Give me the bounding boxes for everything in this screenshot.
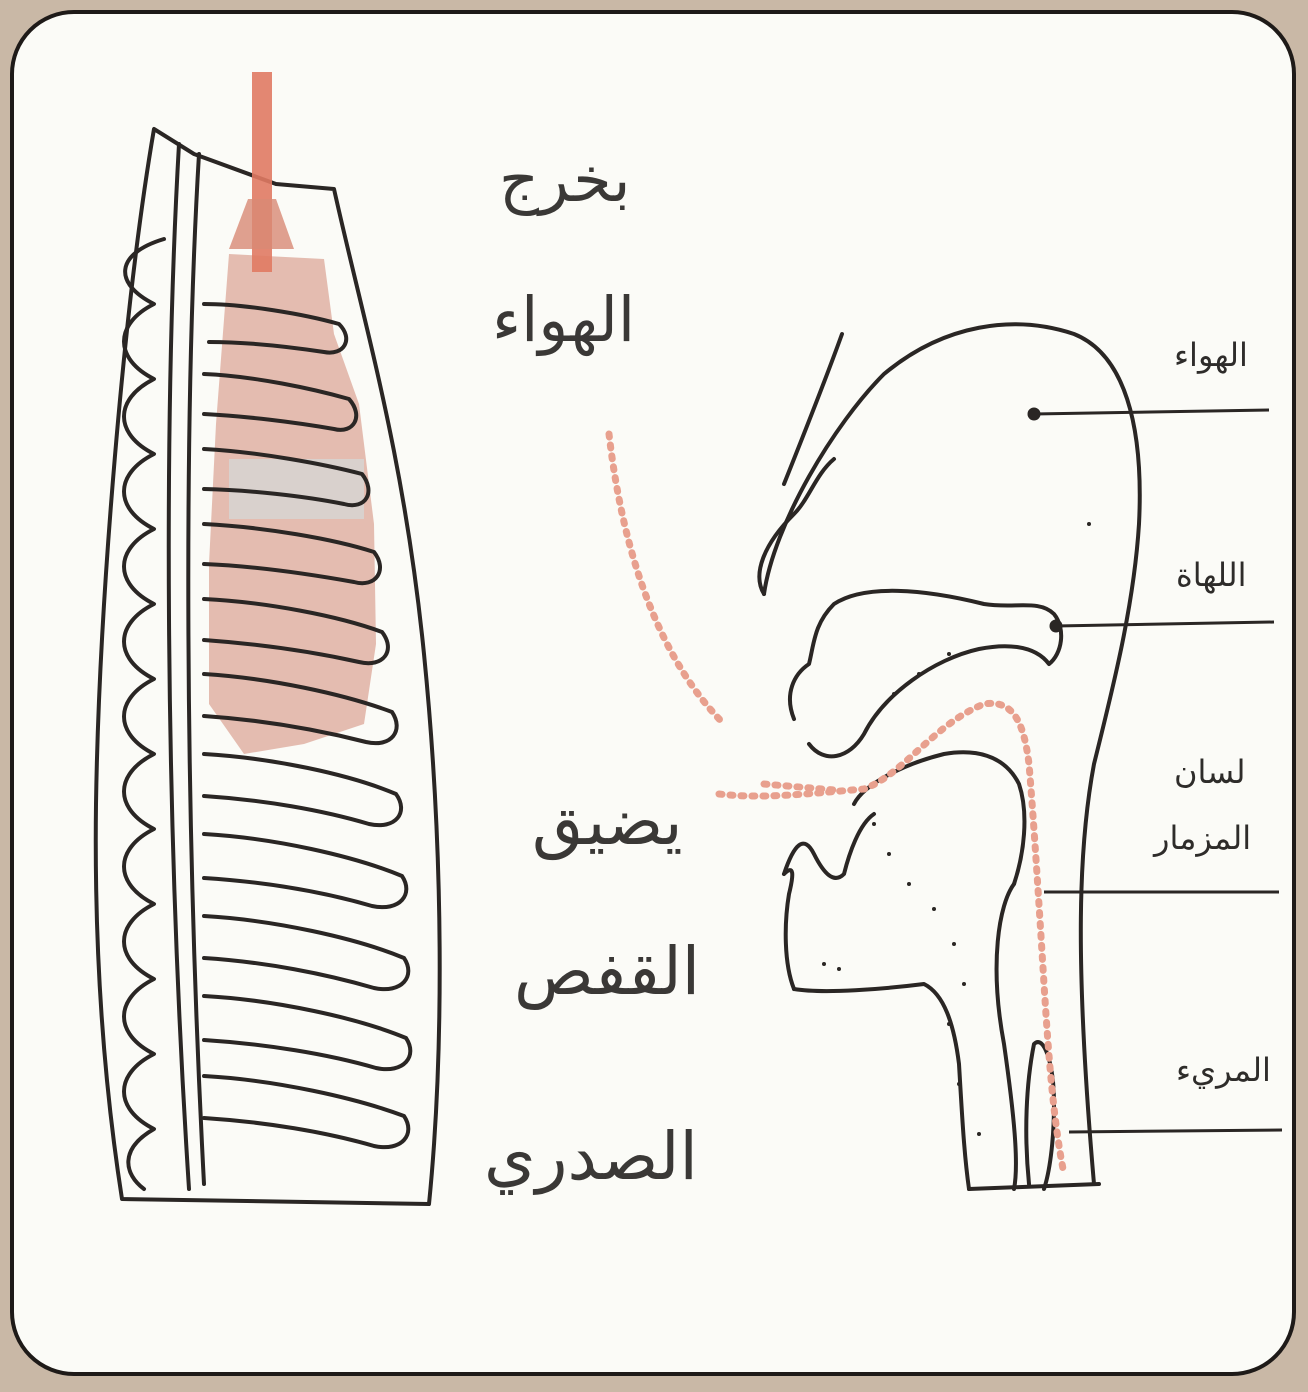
label-air: الهواء xyxy=(1174,339,1248,371)
spine-line-1 xyxy=(169,144,189,1189)
label-epiglottis-line1: لسان xyxy=(1174,756,1246,788)
mouth-floor xyxy=(784,814,874,878)
tongue xyxy=(854,752,1024,884)
head-profile xyxy=(759,324,1139,1189)
head-bottom xyxy=(969,1184,1099,1189)
diagram-frame: بخرج الهواء يضيق القفص الصدري الهواء الل… xyxy=(10,10,1296,1376)
label-epiglottis-line2: المزمار xyxy=(1154,822,1251,854)
chest-caption-line3: الصدري xyxy=(484,1124,698,1190)
jaw-bottom xyxy=(794,984,969,1189)
rib-cage xyxy=(96,72,440,1204)
label-esophagus: المريء xyxy=(1176,1054,1271,1086)
exhale-caption-line1: بخرج xyxy=(499,149,631,211)
spine-wave xyxy=(124,239,164,1189)
exhale-caption-line2: الهواء xyxy=(492,289,635,351)
air-arrow-head xyxy=(229,199,294,249)
larynx-wall xyxy=(997,884,1016,1189)
chest-caption-line1: يضيق xyxy=(532,789,683,855)
spine-line-2 xyxy=(188,154,204,1184)
label-uvula: اللهاة xyxy=(1176,559,1247,591)
jaw xyxy=(784,870,794,989)
chest-caption-line2: القفص xyxy=(514,939,700,1005)
nasal-passage xyxy=(759,459,834,594)
